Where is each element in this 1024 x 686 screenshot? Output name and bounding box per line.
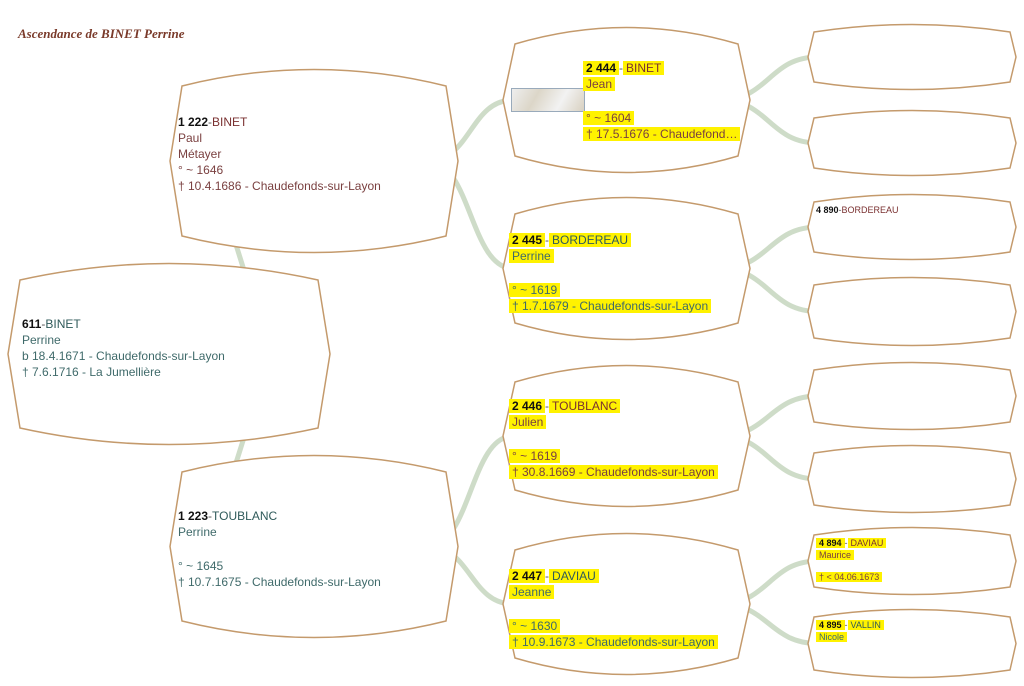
box-frame: [807, 608, 1017, 679]
person-detail: ° ~ 1646: [178, 163, 224, 177]
given-name: Jean: [583, 77, 616, 91]
box-frame: [169, 68, 459, 254]
sosa-number: 611: [22, 317, 42, 331]
sosa-number: 4 895: [816, 620, 845, 630]
person-name: 2 445-BORDEREAU: [509, 232, 711, 248]
box-frame: [807, 109, 1017, 177]
person-box-4893[interactable]: [807, 443, 1017, 515]
person-detail: † 7.6.1716 - La Jumellière: [22, 365, 161, 379]
person-name: 611-BINET: [22, 317, 81, 331]
person-detail: ° ~ 1630: [509, 619, 561, 633]
person-box-611[interactable]: 611-BINET Perrine b 18.4.1671 - Chaudefond…: [7, 258, 331, 450]
box-frame: [807, 23, 1017, 91]
surname: TOUBLANC: [549, 399, 621, 413]
surname: BINET: [212, 115, 248, 129]
person-detail: † 17.5.1676 - Chaudefond…: [583, 127, 741, 141]
person-name: 2 444-BINET: [583, 60, 740, 76]
surname: BINET: [45, 317, 81, 331]
person-name: 4 890-BORDEREAU: [816, 205, 899, 215]
person-detail: † 30.8.1669 - Chaudefonds-sur-Layon: [509, 465, 718, 479]
person-box-4888[interactable]: [807, 22, 1017, 92]
surname: BORDEREAU: [841, 205, 899, 215]
person-box-4889[interactable]: [807, 108, 1017, 178]
person-name: 2 446-TOUBLANC: [509, 398, 718, 414]
given-name: Perrine: [178, 525, 217, 539]
page-title: Ascendance de BINET Perrine: [18, 26, 185, 41]
surname: BORDEREAU: [549, 233, 632, 247]
given-name: Maurice: [816, 550, 855, 560]
person-box-4891[interactable]: [807, 275, 1017, 348]
sosa-number: 2 445: [509, 233, 546, 247]
person-detail: † 1.7.1679 - Chaudefonds-sur-Layon: [509, 299, 712, 313]
given-name: Nicole: [816, 632, 848, 642]
sosa-number: 1 223: [178, 509, 209, 523]
sosa-number: 2 446: [509, 399, 546, 413]
person-detail: ° ~ 1619: [509, 283, 561, 297]
person-detail: ° ~ 1619: [509, 449, 561, 463]
person-name: 4 895-VALLIN: [816, 619, 884, 631]
box-frame: [169, 454, 459, 639]
surname: DAVIAU: [549, 569, 599, 583]
given-name: Paul: [178, 131, 203, 145]
sosa-number: 2 444: [583, 61, 620, 75]
given-name: Julien: [509, 415, 547, 429]
person-detail: ° ~ 1604: [583, 111, 635, 125]
surname: DAVIAU: [847, 538, 887, 548]
person-detail: ° ~ 1645: [178, 559, 224, 573]
person-detail: Métayer: [178, 147, 222, 161]
person-detail: b 18.4.1671 - Chaudefonds-sur-Layon: [22, 349, 225, 363]
person-detail: † 10.4.1686 - Chaudefonds-sur-Layon: [178, 179, 381, 193]
person-box-1223[interactable]: 1 223-TOUBLANC Perrine ° ~ 1645 † 10.7.1675…: [169, 450, 459, 643]
box-frame: [807, 444, 1017, 514]
sosa-number: 4 890: [816, 205, 839, 215]
person-name: 1 223-TOUBLANC: [178, 509, 278, 523]
person-box-4890[interactable]: 4 890-BORDEREAU: [807, 192, 1017, 262]
person-name: 2 447-DAVIAU: [509, 568, 718, 584]
given-name: Perrine: [509, 249, 554, 263]
sosa-number: 4 894: [816, 538, 845, 548]
box-frame: [807, 361, 1017, 431]
box-frame: [7, 262, 331, 446]
surname: TOUBLANC: [212, 509, 278, 523]
given-name: Jeanne: [509, 585, 555, 599]
person-box-4892[interactable]: [807, 360, 1017, 432]
person-detail: † < 04.06.1673: [816, 572, 883, 582]
sosa-number: 1 222: [178, 115, 209, 129]
given-name: Perrine: [22, 333, 61, 347]
person-name: 1 222-BINET: [178, 115, 248, 129]
box-frame: [807, 193, 1017, 261]
surname: VALLIN: [847, 620, 884, 630]
person-detail: † 10.9.1673 - Chaudefonds-sur-Layon: [509, 635, 718, 649]
person-detail: † 10.7.1675 - Chaudefonds-sur-Layon: [178, 575, 381, 589]
sosa-number: 2 447: [509, 569, 546, 583]
person-name: 4 894-DAVIAU: [816, 537, 887, 549]
map-thumbnail[interactable]: [511, 88, 585, 112]
surname: BINET: [623, 61, 665, 75]
box-frame: [807, 276, 1017, 347]
